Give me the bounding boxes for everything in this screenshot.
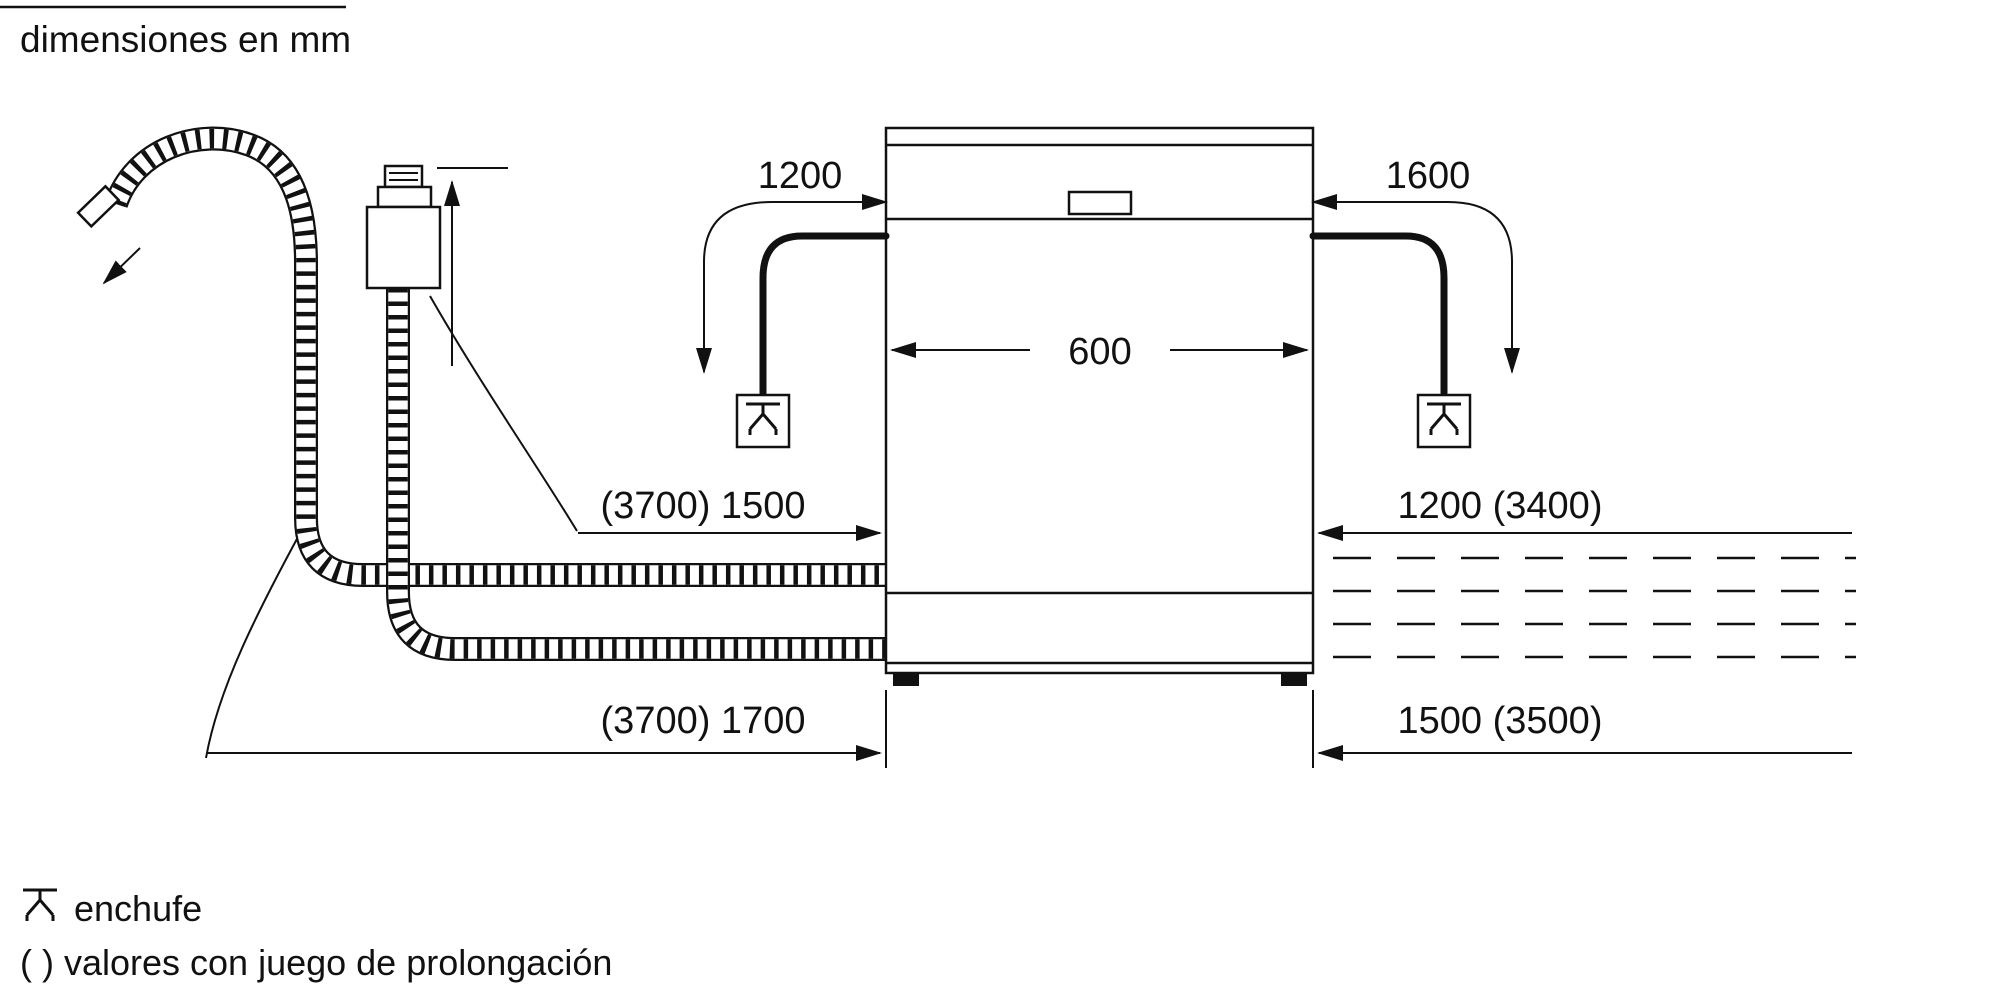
extension-hoses-dashed xyxy=(1333,556,1856,659)
dim-1200-3400-label: 1200 (3400) xyxy=(1398,485,1603,527)
dim-arrow-1600-right xyxy=(1311,194,1520,374)
dim-3700-1500-label: (3700) 1500 xyxy=(601,485,806,527)
aquastop-valve xyxy=(365,164,442,290)
drain-hose xyxy=(76,126,886,587)
drain-hose-end-fitting xyxy=(76,184,121,229)
right-foot xyxy=(1281,673,1307,686)
plug-icon-right xyxy=(1416,393,1472,449)
supply-hose xyxy=(386,288,886,661)
dishwasher-outline xyxy=(884,126,1315,768)
legend: enchufe ( ) valores con juego de prolong… xyxy=(20,888,612,983)
dim-600-label-mask xyxy=(1030,326,1170,372)
drain-direction-arrow-icon xyxy=(102,247,141,285)
legend-plug-label: enchufe xyxy=(74,888,202,929)
control-panel-display xyxy=(1067,190,1133,216)
dim-3700-1700-label: (3700) 1700 xyxy=(601,700,806,742)
dim-600-label: 600 xyxy=(1068,331,1131,373)
dim-1600-label: 1600 xyxy=(1386,155,1471,197)
page-title: dimensiones en mm xyxy=(20,19,351,60)
dim-1200-label: 1200 xyxy=(758,155,843,197)
power-cord-leader-line xyxy=(205,514,311,759)
valve-height-dimension xyxy=(437,167,508,366)
legend-extension-note: ( ) valores con juego de prolongación xyxy=(20,942,612,983)
dim-arrow-1200-left xyxy=(696,194,888,374)
plug-icon-left xyxy=(735,393,791,449)
dim-1500-3500-label: 1500 (3500) xyxy=(1398,700,1603,742)
left-foot xyxy=(893,673,919,686)
supply-hose-leader-line xyxy=(429,295,578,532)
